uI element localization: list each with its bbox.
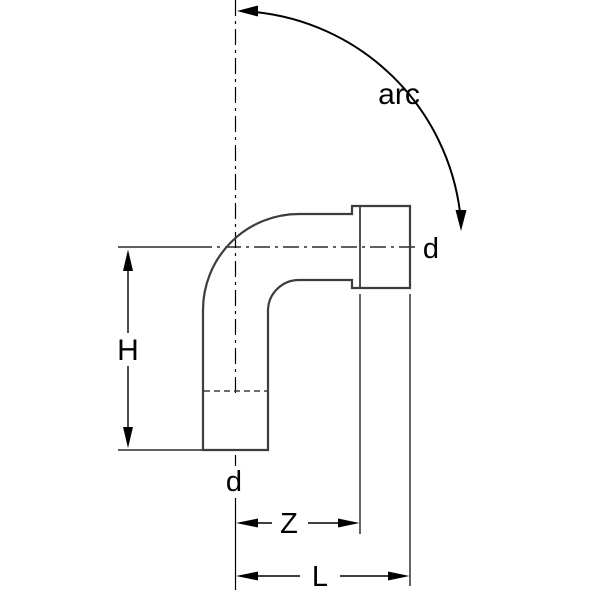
- d-bottom-label: d: [226, 466, 242, 498]
- arc-arrowhead-start: [237, 5, 258, 17]
- arc-dimension-curve: [254, 11, 461, 213]
- pipe-bend-body: [201, 204, 412, 452]
- h-arrowhead-bottom: [123, 427, 133, 448]
- h-arrowhead-top: [123, 249, 133, 271]
- arc-label: arc: [378, 78, 420, 111]
- arc-arrowhead-end: [455, 210, 467, 231]
- z-arrowhead-right: [338, 518, 360, 528]
- l-dimension-label: L: [312, 561, 328, 593]
- d-right-label: d: [423, 233, 439, 265]
- l-arrowhead-right: [388, 571, 410, 581]
- z-dimension-label: Z: [280, 508, 298, 540]
- l-arrowhead-left: [236, 571, 258, 581]
- h-dimension-label: H: [117, 334, 139, 367]
- z-arrowhead-left: [236, 518, 258, 528]
